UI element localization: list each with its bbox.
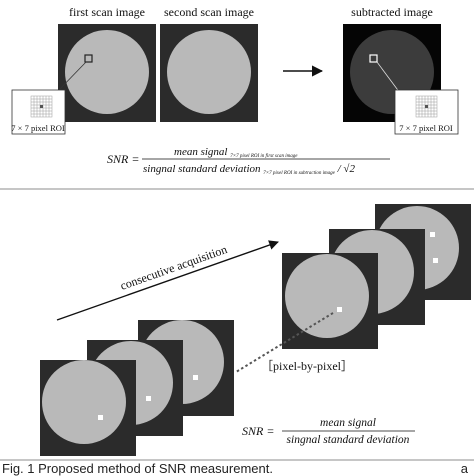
formula-bottom-lhs: SNR = xyxy=(242,424,274,438)
roi-marker xyxy=(84,54,93,63)
pixel-by-pixel-link xyxy=(235,312,334,373)
formula-top-den-sub: 7×7 pixel ROI in subtraction image xyxy=(263,171,335,176)
first-scan-image xyxy=(58,24,156,122)
second-scan-label: second scan image xyxy=(164,5,254,19)
formula-top-lhs: SNR = xyxy=(107,152,139,166)
left-image-stack xyxy=(40,320,234,456)
caption-row: Fig. 1 Proposed method of SNR measuremen… xyxy=(0,461,474,476)
pixel-by-pixel-label: ［pixel-by-pixel］ xyxy=(261,359,353,373)
first-scan-label: first scan image xyxy=(69,5,145,19)
roi-marker-subtracted xyxy=(369,54,378,63)
svg-text:singnal standard deviation: singnal standard deviation 7×7 pixel ROI… xyxy=(143,163,355,177)
formula-top-num-main: mean signal xyxy=(174,146,227,158)
roi-label-left: 7 × 7 pixel ROI xyxy=(11,123,65,133)
snr-formula-bottom: SNR = mean signal singnal standard devia… xyxy=(242,417,415,446)
snr-formula-top: SNR = mean signal 7×7 pixel ROI in first… xyxy=(107,146,390,177)
roi-callout-left: 7 × 7 pixel ROI xyxy=(11,89,66,135)
subtracted-label: subtracted image xyxy=(351,5,433,19)
formula-top-num-sub: 7×7 pixel ROI in first scan image xyxy=(230,154,298,159)
figure-caption: Fig. 1 Proposed method of SNR measuremen… xyxy=(2,461,273,476)
roi-label-right: 7 × 7 pixel ROI xyxy=(399,123,453,133)
second-scan-image xyxy=(160,24,258,122)
formula-top-den-tail: / √2 xyxy=(337,163,356,175)
svg-text:mean signal 7×7 pixel RO: mean signal 7×7 pixel ROI in first scan … xyxy=(174,146,298,159)
roi-grid-left xyxy=(30,95,53,118)
stack-left-frame-1 xyxy=(40,360,136,456)
right-image-stack xyxy=(282,204,471,349)
roi-grid-right xyxy=(415,95,438,118)
roi-callout-right: 7 × 7 pixel ROI xyxy=(394,89,459,135)
consecutive-acquisition-arrow xyxy=(56,240,279,321)
formula-bottom-num: mean signal xyxy=(320,417,376,429)
stack-right-frame-1 xyxy=(282,253,378,349)
panel-label: a xyxy=(460,461,468,476)
formula-top-den-main: singnal standard deviation xyxy=(143,163,261,175)
consecutive-label: consecutive acquisition xyxy=(118,242,229,293)
formula-bottom-den: singnal standard deviation xyxy=(287,434,410,446)
